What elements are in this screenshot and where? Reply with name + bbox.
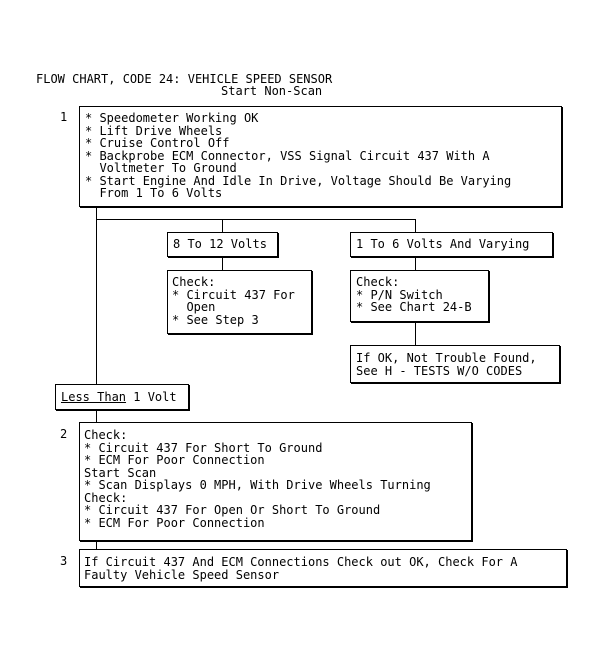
branch-right-result-lines: If OK, Not Trouble Found, See H - TESTS … [356, 352, 559, 377]
branch-right-check-line: * P/N Switch [356, 287, 443, 302]
branch-right-check-lines: Check: * P/N Switch * See Chart 24-B [356, 276, 488, 314]
step-3-line: Faulty Vehicle Speed Sensor [84, 567, 280, 582]
branch-mid-check-box: Check: * Circuit 437 For Open * See Step… [167, 270, 312, 334]
step-1-line: * Speedometer Working OK [85, 111, 259, 125]
step-2-line: Check: [84, 428, 128, 442]
step-2-number: 2 [60, 427, 68, 441]
step-1-line: * Backprobe ECM Connector, VSS Signal Ci… [85, 148, 490, 163]
step-1-number: 1 [60, 110, 68, 124]
step-3-box: If Circuit 437 And ECM Connections Check… [79, 549, 567, 587]
branch-mid-label: 8 To 12 Volts [173, 237, 267, 251]
step-2-line: Start Scan [84, 465, 157, 480]
step-1-line: * Start Engine And Idle In Drive, Voltag… [85, 173, 512, 188]
branch-low-label-rest: 1 Volt [126, 390, 177, 404]
connector-top-horizontal [96, 219, 416, 220]
connector-right-to-check [415, 257, 416, 270]
branch-right-result-box: If OK, Not Trouble Found, See H - TESTS … [350, 345, 560, 383]
step-1-line: Voltmeter To Ground [85, 161, 237, 175]
branch-mid-check-line: Check: [172, 275, 216, 289]
branch-right-result-line: If OK, Not Trouble Found, [356, 351, 537, 365]
branch-mid-check-line: Open [172, 300, 216, 314]
branch-low-label: Less Than 1 Volt [61, 391, 188, 404]
branch-right-result-line: See H - TESTS W/O CODES [356, 363, 523, 378]
step-2-lines: Check: * Circuit 437 For Short To Ground… [84, 429, 471, 529]
branch-right-label-box: 1 To 6 Volts And Varying [350, 232, 553, 257]
branch-right-check-line: Check: [356, 275, 400, 289]
step-1-line: * Cruise Control Off [85, 136, 230, 150]
step-2-line: * Scan Displays 0 MPH, With Drive Wheels… [84, 478, 431, 492]
page-title: FLOW CHART, CODE 24: VEHICLE SPEED SENSO… [36, 72, 333, 86]
branch-mid-check-lines: Check: * Circuit 437 For Open * See Step… [172, 276, 311, 326]
branch-mid-check-line: * Circuit 437 For [172, 287, 295, 302]
step-3-line: If Circuit 437 And ECM Connections Check… [84, 555, 518, 569]
step-2-line: * Circuit 437 For Short To Ground [84, 440, 323, 455]
step-3-number: 3 [60, 554, 68, 568]
branch-right-check-line: * See Chart 24-B [356, 300, 472, 314]
connector-right-to-result [415, 322, 416, 345]
step-1-line: * Lift Drive Wheels [85, 123, 223, 138]
branch-mid-check-line: * See Step 3 [172, 312, 259, 327]
connector-low-to-step2 [96, 410, 97, 422]
branch-right-label: 1 To 6 Volts And Varying [356, 237, 530, 251]
branch-right-check-box: Check: * P/N Switch * See Chart 24-B [350, 270, 489, 322]
connector-right-drop [415, 219, 416, 232]
branch-low-label-underlined: Less Than [61, 390, 127, 404]
step-2-line: * Circuit 437 For Open Or Short To Groun… [84, 503, 381, 517]
branch-mid-label-box: 8 To 12 Volts [167, 232, 278, 257]
connector-main-vertical [96, 207, 97, 384]
connector-step2-to-step3 [96, 541, 97, 549]
step-1-line: From 1 To 6 Volts [85, 186, 223, 200]
step-2-line: * ECM For Poor Connection [84, 453, 265, 467]
step-2-line: * ECM For Poor Connection [84, 515, 265, 530]
page-subtitle: Start Non-Scan [221, 84, 323, 98]
step-2-box: Check: * Circuit 437 For Short To Ground… [79, 422, 472, 541]
step-1-lines: * Speedometer Working OK * Lift Drive Wh… [85, 112, 561, 200]
connector-mid-drop [222, 219, 223, 232]
connector-mid-to-check [222, 257, 223, 270]
step-3-lines: If Circuit 437 And ECM Connections Check… [84, 556, 566, 581]
step-2-line: Check: [84, 490, 128, 505]
step-1-box: * Speedometer Working OK * Lift Drive Wh… [79, 106, 562, 207]
branch-low-label-box: Less Than 1 Volt [55, 384, 189, 410]
